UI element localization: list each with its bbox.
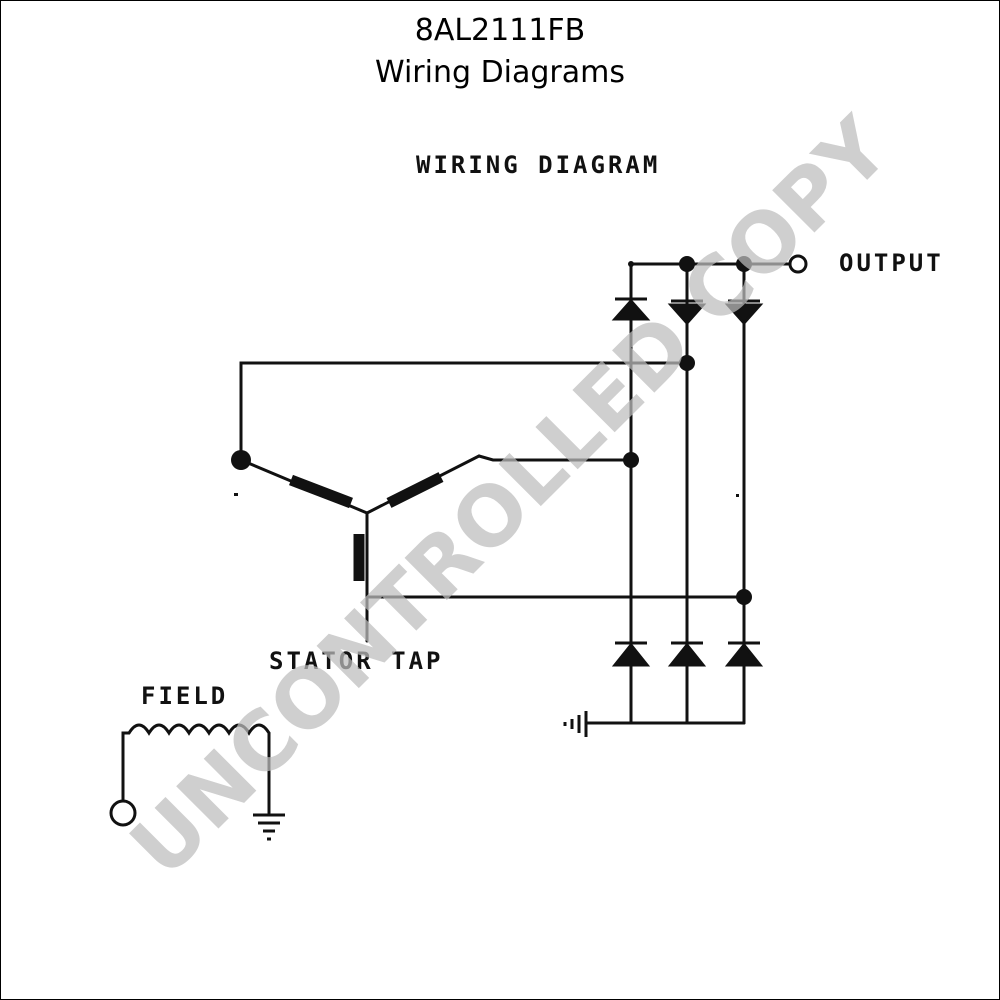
phase-lead-b <box>477 454 633 462</box>
field-ground-icon <box>253 813 285 841</box>
output-label: OUTPUT <box>839 249 944 277</box>
field-terminal <box>109 799 137 827</box>
winding-cores <box>289 472 444 581</box>
page-subtitle: Wiring Diagrams <box>374 55 626 90</box>
field-label: FIELD <box>141 682 228 710</box>
phase-lead-a <box>239 361 689 462</box>
diode-neg-1 <box>611 641 651 667</box>
stray-marks <box>234 493 739 497</box>
field-coil <box>127 723 271 736</box>
diagram-title: WIRING DIAGRAM <box>416 151 660 179</box>
watermark: UNCONTROLLED COPY <box>113 99 909 895</box>
output-terminal <box>788 254 808 274</box>
stator-tap-label: STATOR TAP <box>269 647 444 675</box>
junction-dots <box>231 256 752 605</box>
field-lead-left <box>121 731 131 803</box>
diode-pos-3 <box>724 299 764 326</box>
positive-diodes <box>611 297 764 326</box>
diode-neg-2 <box>667 641 707 667</box>
diode-pos-2 <box>667 299 707 326</box>
diode-neg-3 <box>724 641 764 667</box>
ground-icon <box>563 711 588 737</box>
model-number: 8AL2111FB <box>414 13 586 48</box>
diode-pos-1 <box>611 297 651 321</box>
negative-diodes <box>611 641 764 667</box>
